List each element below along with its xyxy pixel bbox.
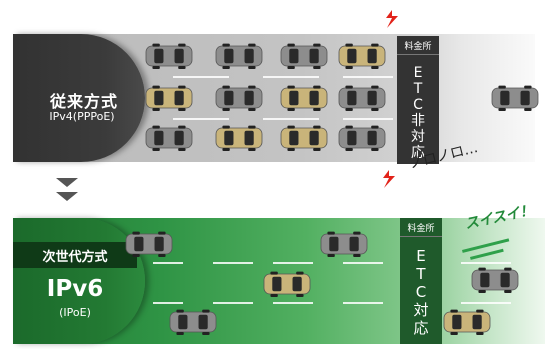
lane-marking: [263, 76, 319, 78]
car-icon: [145, 125, 193, 151]
car-icon: [338, 125, 386, 151]
car-icon: [280, 125, 328, 151]
lane-marking: [343, 262, 383, 264]
car-icon: [338, 85, 386, 111]
lane-marking: [461, 262, 511, 264]
lane-marking: [153, 302, 183, 304]
lane-marking: [273, 262, 313, 264]
lane-marking: [343, 118, 393, 120]
legacy-toll-gate: 料金所 ETC非対応: [397, 36, 439, 164]
car-icon: [215, 125, 263, 151]
car-icon: [145, 43, 193, 69]
car-icon: [280, 85, 328, 111]
ipv6-toll-gate: 料金所 ETC対応: [400, 218, 442, 344]
down-arrow-icon: [56, 192, 78, 201]
car-icon: [471, 267, 519, 293]
etc-supported-label: ETC対応: [413, 247, 429, 337]
car-icon: [338, 43, 386, 69]
lane-marking: [343, 302, 383, 304]
lane-marking: [273, 302, 313, 304]
lane-marking: [213, 262, 253, 264]
car-icon: [125, 231, 173, 257]
car-icon: [169, 309, 217, 335]
car-icon: [215, 43, 263, 69]
lightning-icon: [386, 10, 398, 28]
down-arrow-icon: [56, 178, 78, 187]
car-icon: [280, 43, 328, 69]
ipv6-method-label: 次世代方式: [42, 250, 108, 265]
lane-marking: [153, 262, 183, 264]
ipv6-tunnel-cap: [13, 218, 145, 344]
toll-gate-label: 料金所: [400, 218, 442, 237]
etc-unsupported-label: ETC非対応: [411, 65, 425, 161]
legacy-tunnel-cap: [13, 34, 145, 162]
car-icon: [443, 309, 491, 335]
lane-marking: [263, 118, 319, 120]
car-icon: [320, 231, 368, 257]
toll-gate-label: 料金所: [397, 36, 439, 55]
lane-marking: [343, 76, 393, 78]
lane-marking: [461, 302, 511, 304]
ipv6-subtitle: (IPoE): [59, 306, 91, 319]
legacy-subtitle: IPv4(PPPoE): [49, 110, 115, 123]
lane-marking: [213, 302, 253, 304]
lane-marking: [173, 118, 229, 120]
legacy-title: 従来方式: [49, 92, 118, 111]
car-icon: [215, 85, 263, 111]
ipv6-label-box: [13, 242, 137, 268]
car-icon: [491, 85, 539, 111]
lane-marking: [173, 76, 229, 78]
lightning-icon: [383, 170, 395, 188]
ipv6-title: IPv6: [46, 276, 104, 302]
car-icon: [145, 85, 193, 111]
car-icon: [263, 271, 311, 297]
